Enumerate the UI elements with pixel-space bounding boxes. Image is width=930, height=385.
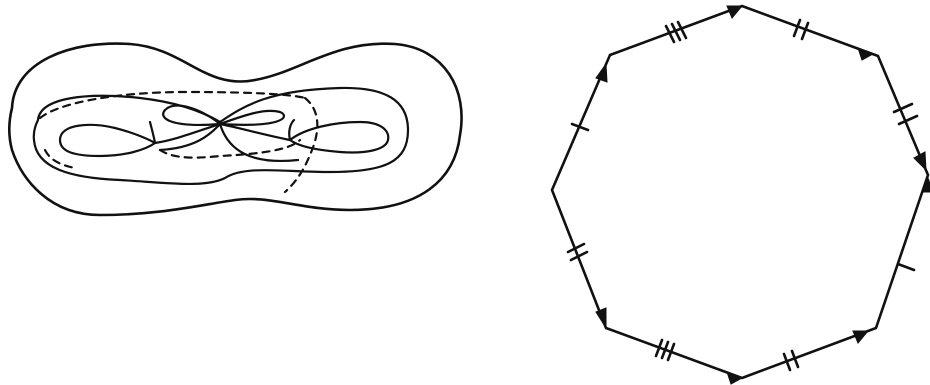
right-hole-loop — [290, 122, 388, 153]
genus-2-surface — [9, 44, 461, 215]
octagon-outline — [552, 6, 928, 378]
arrow-icon — [727, 6, 742, 18]
surface-outline — [9, 44, 461, 215]
edge-left-upper — [572, 64, 607, 130]
edge-left-lower — [568, 244, 606, 328]
arrow-icon — [858, 48, 873, 60]
left-hole-loop — [60, 125, 155, 156]
edge-bottom-right — [784, 331, 868, 370]
handle-loop-outer — [34, 88, 408, 184]
arrow-icon — [853, 331, 868, 343]
arrow-icon — [727, 372, 742, 384]
arrow-icon — [596, 64, 607, 82]
edge-top-left — [666, 6, 742, 42]
octagon — [552, 6, 930, 384]
arrow-icon — [914, 152, 926, 170]
right-hole-inner — [220, 120, 294, 140]
edge-right-upper — [894, 104, 926, 170]
loop-figure-eight — [163, 106, 284, 125]
arrow-icon — [596, 308, 606, 328]
edge-right-lower — [898, 178, 930, 270]
